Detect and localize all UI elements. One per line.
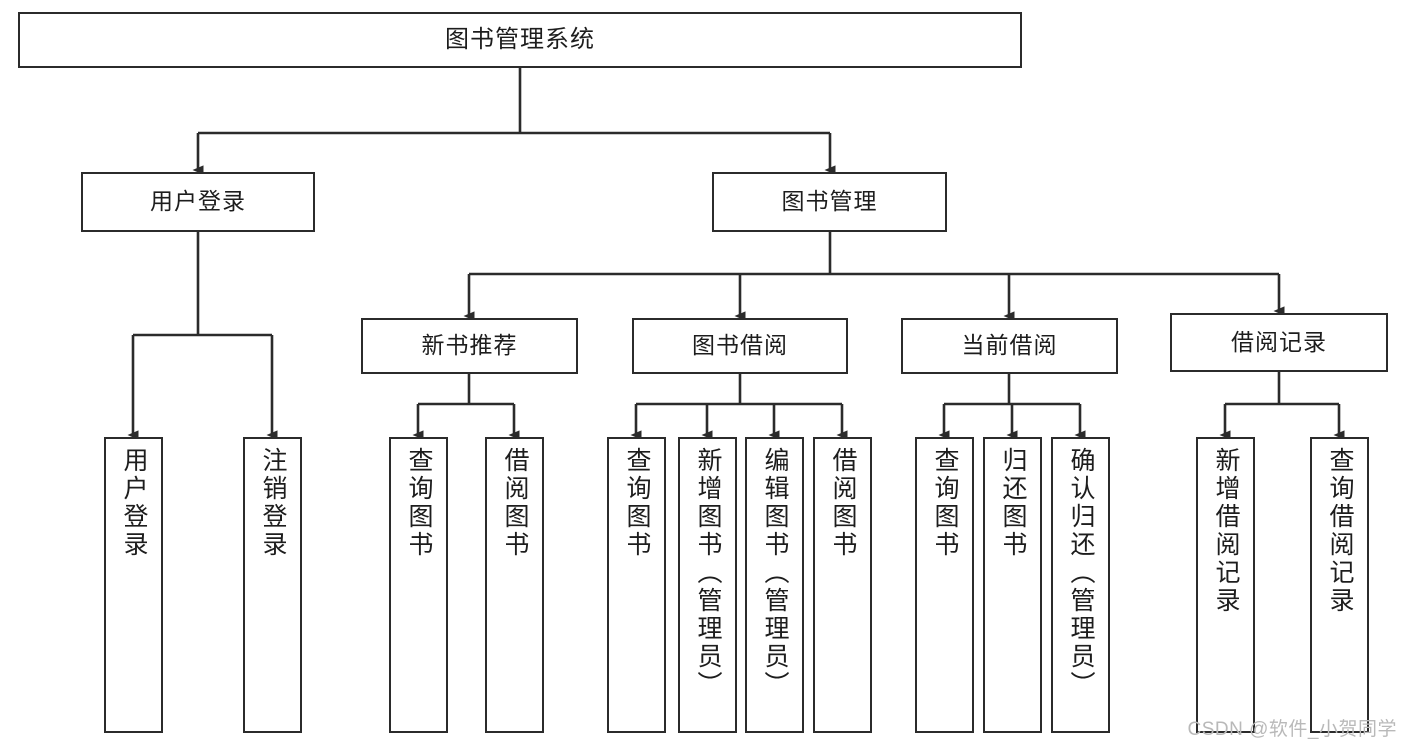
node-leaf-borrow-book-1[interactable]: 借阅图书: [485, 437, 544, 733]
node-label: 编辑图书（管理员）: [761, 447, 789, 699]
node-label: 用户登录: [150, 188, 246, 215]
node-label: 新增图书（管理员）: [694, 447, 722, 699]
node-label: 查询借阅记录: [1326, 447, 1354, 615]
node-leaf-edit-book[interactable]: 编辑图书（管理员）: [745, 437, 804, 733]
node-leaf-return-book[interactable]: 归还图书: [983, 437, 1042, 733]
node-label: 当前借阅: [961, 332, 1058, 359]
node-label: 借阅图书: [829, 447, 857, 559]
node-label: 图书管理系统: [445, 25, 595, 53]
node-book-manage[interactable]: 图书管理: [712, 172, 947, 232]
node-label: 图书借阅: [692, 332, 788, 359]
node-leaf-borrow-book-2[interactable]: 借阅图书: [813, 437, 872, 733]
node-label: 归还图书: [999, 447, 1027, 559]
node-leaf-add-record[interactable]: 新增借阅记录: [1196, 437, 1255, 733]
node-label: 确认归还（管理员）: [1067, 447, 1095, 699]
node-label: 借阅图书: [501, 447, 529, 559]
node-label: 图书管理: [781, 188, 878, 215]
node-label: 借阅记录: [1231, 328, 1327, 355]
node-user-login[interactable]: 用户登录: [81, 172, 315, 232]
node-borrow-record[interactable]: 借阅记录: [1170, 313, 1388, 372]
node-leaf-confirm-return[interactable]: 确认归还（管理员）: [1051, 437, 1110, 733]
node-label: 查询图书: [405, 447, 433, 559]
node-label: 新增借阅记录: [1212, 447, 1240, 615]
node-label: 注销登录: [259, 447, 287, 559]
node-leaf-add-book[interactable]: 新增图书（管理员）: [678, 437, 737, 733]
node-label: 用户登录: [120, 447, 148, 559]
node-label: 查询图书: [623, 447, 651, 559]
node-leaf-query-record[interactable]: 查询借阅记录: [1310, 437, 1369, 733]
node-book-borrow[interactable]: 图书借阅: [632, 318, 848, 374]
node-leaf-query-book-1[interactable]: 查询图书: [389, 437, 448, 733]
node-new-book-rec[interactable]: 新书推荐: [361, 318, 578, 374]
node-root-system[interactable]: 图书管理系统: [18, 12, 1022, 68]
node-leaf-logout[interactable]: 注销登录: [243, 437, 302, 733]
watermark-text: CSDN @软件_小贺同学: [1187, 719, 1397, 740]
node-label: 查询图书: [931, 447, 959, 559]
node-current-borrow[interactable]: 当前借阅: [901, 318, 1118, 374]
node-label: 新书推荐: [421, 332, 518, 359]
node-leaf-user-login[interactable]: 用户登录: [104, 437, 163, 733]
node-leaf-query-book-3[interactable]: 查询图书: [915, 437, 974, 733]
node-leaf-query-book-2[interactable]: 查询图书: [607, 437, 666, 733]
